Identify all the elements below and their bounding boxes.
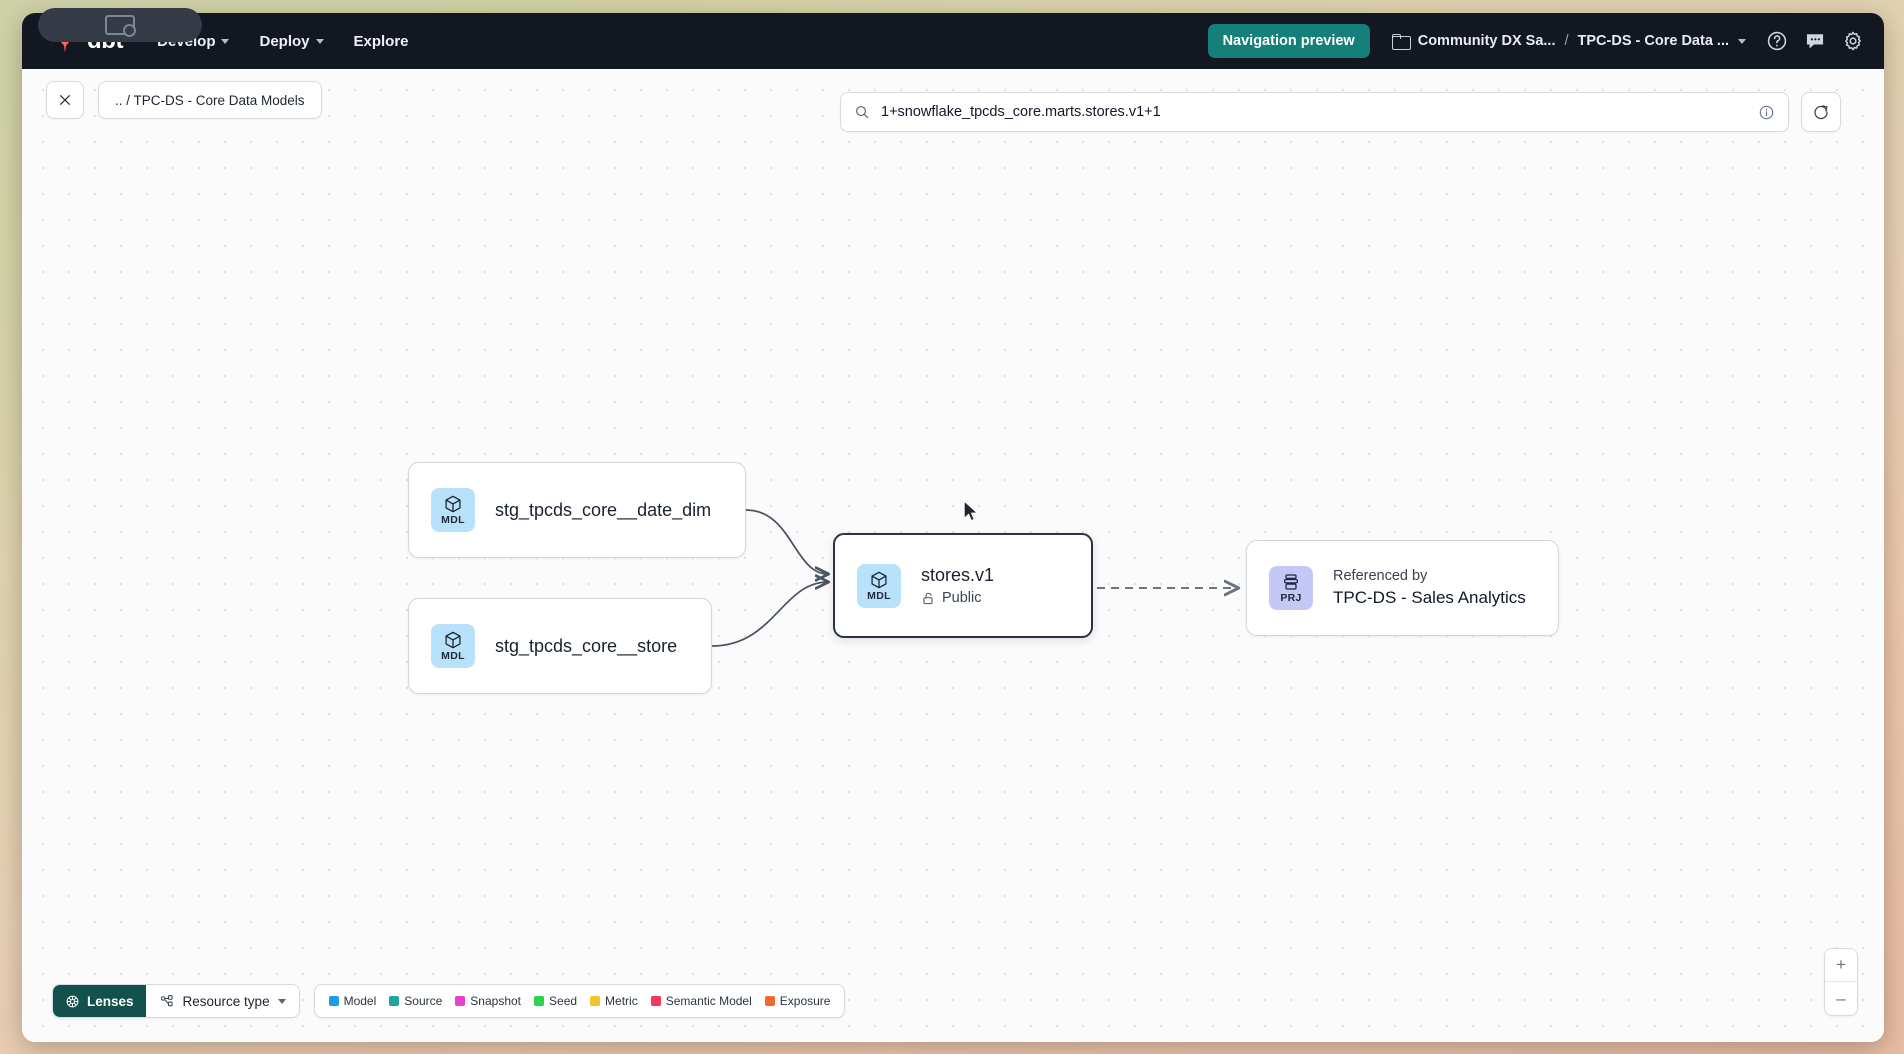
zoom-controls: + –	[1824, 948, 1858, 1016]
nav-item-deploy-label: Deploy	[259, 32, 310, 50]
legend-swatch	[328, 996, 339, 1006]
search-icon	[856, 106, 869, 119]
top-navigation-bar: dbt Develop Deploy Explore Navigation pr…	[22, 13, 1884, 69]
graph-node-body: stores.v1 Public	[921, 565, 994, 606]
legend-label: Snapshot	[470, 994, 522, 1008]
legend-item-source: Source	[389, 994, 442, 1008]
browser-tab-pill[interactable]	[38, 8, 202, 42]
legend-label: Metric	[605, 994, 638, 1008]
lens-control-group: Lenses Resource type	[52, 984, 300, 1018]
model-badge: MDL	[431, 624, 475, 668]
chevron-down-icon	[277, 998, 286, 1004]
nav-item-explore[interactable]: Explore	[354, 33, 409, 50]
legend-label: Model	[343, 994, 377, 1008]
chevron-down-icon	[315, 38, 324, 44]
model-badge: MDL	[431, 488, 475, 532]
legend-swatch	[590, 996, 601, 1006]
chevron-down-icon	[221, 38, 230, 44]
legend-item-seed: Seed	[534, 994, 577, 1008]
breadcrumb-project[interactable]: TPC-DS - Core Data ...	[1577, 33, 1729, 49]
resource-type-legend: Model Source Snapshot Seed	[313, 984, 846, 1018]
project-breadcrumb-pill[interactable]: .. / TPC-DS - Core Data Models	[98, 81, 322, 119]
breadcrumb-account[interactable]: Community DX Sa...	[1417, 33, 1556, 49]
model-badge: MDL	[857, 563, 901, 608]
lenses-button-label: Lenses	[87, 993, 134, 1009]
nav-item-explore-label: Explore	[353, 32, 409, 50]
info-icon[interactable]	[1758, 104, 1775, 121]
project-badge: PRJ	[1269, 566, 1313, 610]
explore-toolbar: .. / TPC-DS - Core Data Models	[22, 69, 1884, 131]
graph-node-stg-date-dim[interactable]: MDL stg_tpcds_core__date_dim	[408, 462, 746, 558]
account-project-breadcrumb: Community DX Sa... / TPC-DS - Core Data …	[1391, 33, 1746, 50]
navigation-preview-badge[interactable]: Navigation preview	[1207, 24, 1370, 58]
legend-item-metric: Metric	[590, 994, 638, 1008]
refresh-lineage-button[interactable]	[1801, 92, 1841, 132]
legend-item-model: Model	[328, 994, 377, 1008]
tab-pill-icon	[105, 15, 136, 37]
zoom-in-button[interactable]: +	[1825, 949, 1857, 982]
model-badge-label: MDL	[867, 589, 891, 602]
legend-label: Semantic Model	[665, 994, 752, 1008]
resource-graph-icon	[160, 995, 173, 1007]
breadcrumb-separator: /	[1564, 33, 1569, 49]
refresh-icon	[1814, 105, 1828, 120]
graph-node-access: Public	[921, 590, 994, 606]
application-window: dbt Develop Deploy Explore Navigation pr…	[22, 13, 1884, 1042]
help-circle-icon[interactable]	[1766, 30, 1788, 52]
edge-store-to-stores	[711, 582, 828, 647]
folder-icon	[1391, 34, 1411, 50]
model-badge-label: MDL	[441, 650, 465, 663]
close-icon	[60, 95, 70, 105]
nav-item-deploy[interactable]: Deploy	[259, 32, 324, 50]
close-lineage-button[interactable]	[46, 81, 84, 119]
graph-node-access-label: Public	[942, 590, 982, 606]
legend-item-exposure: Exposure	[764, 994, 831, 1008]
nav-icon-group	[1766, 30, 1864, 52]
chevron-down-icon[interactable]	[1738, 38, 1746, 44]
graph-node-stg-store[interactable]: MDL stg_tpcds_core__store	[408, 598, 712, 694]
cube-icon	[445, 631, 461, 649]
graph-node-pre-label: Referenced by	[1333, 568, 1428, 584]
model-badge-label: MDL	[441, 514, 465, 527]
graph-node-referenced-by-project[interactable]: PRJ Referenced by TPC-DS - Sales Analyti…	[1246, 540, 1559, 636]
legend-item-snapshot: Snapshot	[455, 994, 521, 1008]
project-badge-label: PRJ	[1280, 592, 1302, 605]
lineage-search-area	[840, 92, 1841, 132]
legend-swatch	[455, 996, 466, 1006]
gear-icon[interactable]	[1842, 30, 1864, 52]
feedback-icon[interactable]	[1804, 30, 1826, 52]
legend-label: Exposure	[779, 994, 831, 1008]
canvas-bottom-controls: Lenses Resource type	[52, 984, 846, 1018]
lineage-edges	[711, 509, 1884, 647]
legend-swatch	[764, 996, 775, 1006]
legend-swatch	[650, 996, 661, 1006]
resource-type-label: Resource type	[182, 993, 270, 1009]
legend-swatch	[534, 996, 545, 1006]
legend-label: Source	[404, 994, 443, 1008]
search-input[interactable]	[881, 104, 1747, 120]
lineage-graph-canvas[interactable]: MDL stg_tpcds_core__date_dim MDL stg_tpc…	[22, 69, 1884, 1042]
legend-label: Seed	[549, 994, 578, 1008]
lenses-button[interactable]: Lenses	[53, 985, 146, 1017]
graph-node-title: TPC-DS - Sales Analytics	[1333, 588, 1526, 607]
graph-node-stores-v1[interactable]: MDL stores.v1 Public	[833, 533, 1093, 638]
graph-node-title: stores.v1	[921, 565, 995, 585]
graph-node-title: stg_tpcds_core__store	[495, 635, 678, 656]
edge-date-dim-to-stores	[745, 509, 828, 574]
legend-swatch	[389, 996, 400, 1006]
cube-icon	[871, 571, 887, 589]
lineage-search-box[interactable]	[840, 92, 1789, 132]
legend-item-semantic-model: Semantic Model	[650, 994, 752, 1008]
unlock-icon	[923, 592, 933, 604]
cube-icon	[445, 495, 461, 513]
resource-type-dropdown[interactable]: Resource type	[145, 985, 299, 1017]
project-stack-icon	[1284, 574, 1298, 590]
lens-icon	[66, 995, 79, 1007]
graph-node-title: stg_tpcds_core__date_dim	[495, 499, 712, 520]
zoom-out-button[interactable]: –	[1825, 982, 1857, 1015]
graph-node-body: Referenced by TPC-DS - Sales Analytics	[1333, 568, 1526, 608]
